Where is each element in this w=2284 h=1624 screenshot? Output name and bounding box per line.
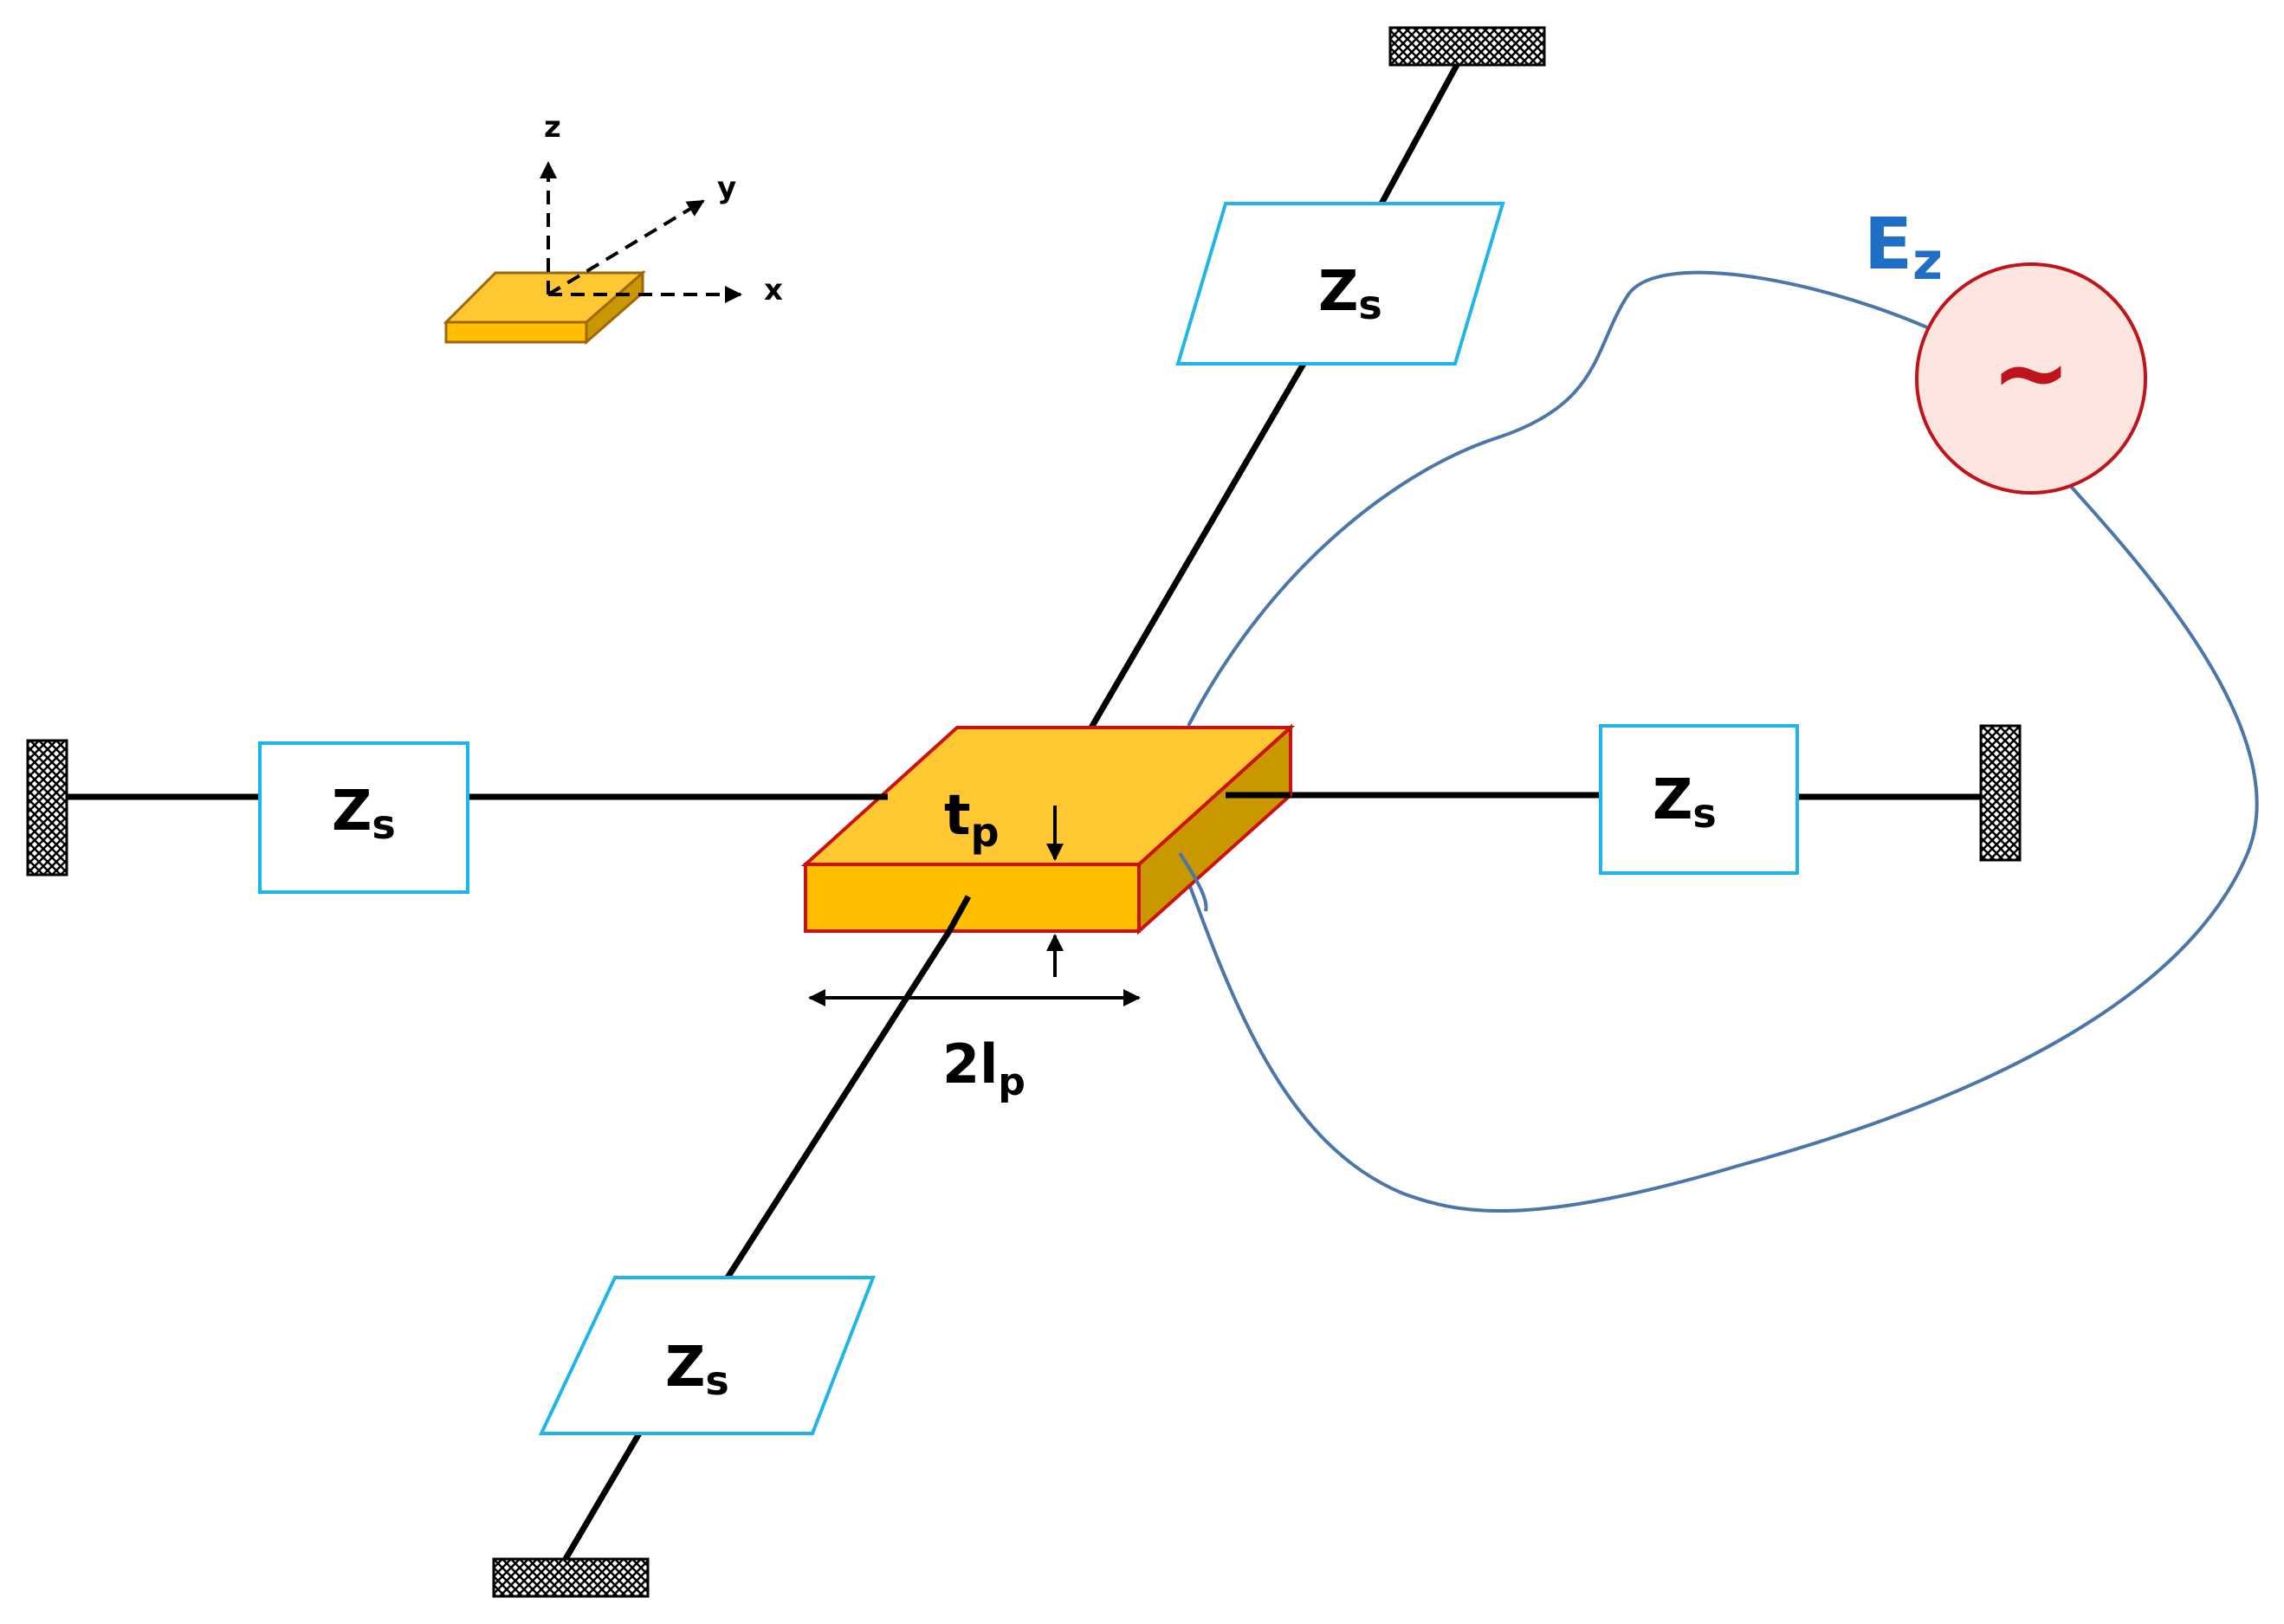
impedance-bottom-label: Zs bbox=[665, 1336, 729, 1404]
axes-plate-front bbox=[444, 320, 588, 344]
field-loop-return bbox=[1176, 479, 2259, 1213]
impedance-top-box bbox=[1175, 202, 1505, 366]
z-axis-label: z bbox=[544, 110, 561, 145]
wire-plate-front-stub bbox=[946, 895, 972, 933]
wire-top-lower bbox=[1088, 362, 1307, 729]
ac-source-symbol: ~ bbox=[1991, 317, 2071, 428]
field-loop-path bbox=[1187, 270, 1928, 727]
impedance-right: Zs bbox=[1599, 724, 1799, 875]
impedance-top: Zs bbox=[1175, 202, 1505, 366]
impedance-left-label: Zs bbox=[332, 780, 396, 848]
length-label: 2lp bbox=[942, 1032, 1026, 1104]
field-loop bbox=[1176, 270, 2259, 1213]
thickness-label: tp bbox=[944, 784, 1000, 856]
x-axis-label: x bbox=[764, 273, 783, 307]
length-dimension: 2lp bbox=[808, 989, 1141, 1104]
termination-symbols bbox=[26, 26, 2022, 1598]
impedance-left-box bbox=[258, 741, 469, 894]
y-axis-arrow bbox=[547, 199, 705, 296]
field-label: Ez bbox=[1864, 204, 1943, 292]
impedance-top-label: Zs bbox=[1318, 260, 1382, 328]
wire-bottom-upper bbox=[725, 929, 952, 1279]
plate: tp bbox=[800, 723, 1296, 977]
y-axis-label: y bbox=[717, 171, 736, 205]
termination-top bbox=[1388, 26, 1546, 67]
diagonal-wire-front bbox=[560, 929, 952, 1565]
field-loop-over-plate bbox=[1178, 851, 1208, 912]
impedance-right-box bbox=[1599, 724, 1799, 875]
wire-bottom-lower bbox=[560, 1432, 643, 1565]
impedance-bottom-box bbox=[538, 1276, 876, 1435]
plate-front-face bbox=[804, 863, 1141, 933]
ac-source: ~ bbox=[1915, 262, 2147, 495]
wire-top-upper bbox=[1378, 63, 1460, 205]
termination-bottom bbox=[492, 1557, 650, 1598]
axes-icon: z y x bbox=[443, 110, 783, 346]
diagonal-wire-back bbox=[1088, 63, 1460, 729]
impedance-right-label: Zs bbox=[1653, 768, 1717, 837]
termination-left bbox=[26, 739, 68, 877]
impedance-bottom: Zs bbox=[538, 1276, 876, 1435]
ac-source-circle bbox=[1915, 262, 2147, 495]
termination-right bbox=[1979, 724, 2022, 862]
impedance-left: Zs bbox=[258, 741, 469, 894]
